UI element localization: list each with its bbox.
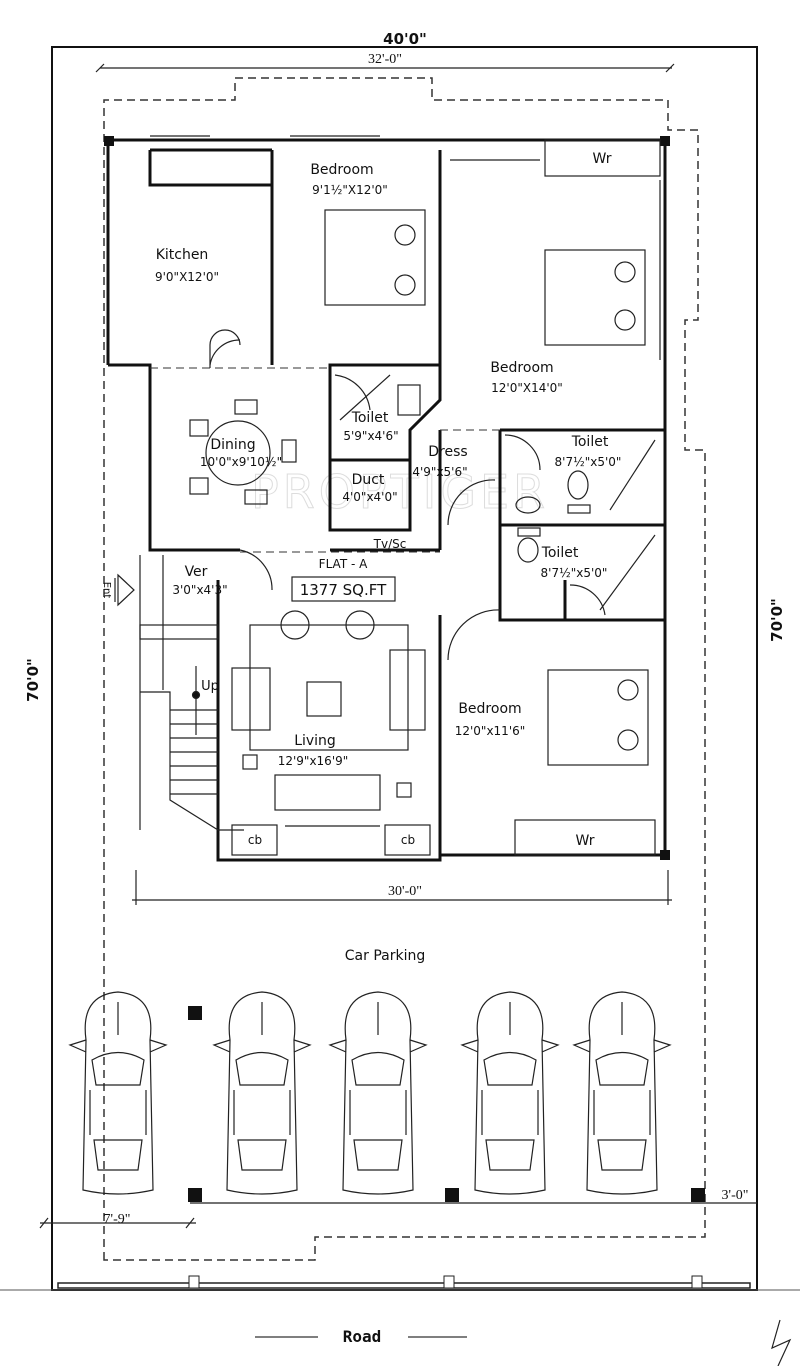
room-name: Ver xyxy=(185,564,208,580)
room-size: 5'9"x4'6" xyxy=(343,429,398,443)
wardrobe-bottom-label: Wr xyxy=(576,833,595,849)
dining-table xyxy=(189,399,297,505)
doors xyxy=(209,339,606,661)
room-size: 3'0"x4'3" xyxy=(172,583,227,597)
cupboard-left-label: cb xyxy=(248,833,262,847)
room-name: Living xyxy=(294,733,336,749)
wardrobe-top-label: Wr xyxy=(593,151,612,167)
car-icon xyxy=(572,991,672,1195)
room-name: Toilet xyxy=(571,434,609,450)
building-top-width-dim: 32'-0" xyxy=(368,52,402,67)
dimension-lines xyxy=(39,63,757,1229)
room-name: Toilet xyxy=(541,545,579,561)
room-name: Bedroom xyxy=(490,360,553,376)
room-size: 8'7½"x5'0" xyxy=(541,566,608,580)
cars xyxy=(68,991,672,1195)
kitchen-counter xyxy=(209,329,241,368)
room-dividers xyxy=(150,367,500,553)
entrance-label: Ent xyxy=(101,582,112,599)
car-icon xyxy=(212,991,312,1195)
setback-line xyxy=(103,77,706,1261)
beds xyxy=(324,209,649,766)
compound-wall xyxy=(57,1282,751,1289)
room-size: 9'1½"X12'0" xyxy=(312,183,388,197)
living-furniture xyxy=(231,610,426,811)
car-icon xyxy=(68,991,168,1195)
road-label: Road xyxy=(343,1327,382,1346)
left-setback-dim: 7'-9" xyxy=(104,1212,131,1227)
room-size: 12'9"x16'9" xyxy=(278,754,349,768)
room-size: 12'0"X14'0" xyxy=(491,381,563,395)
room-size: 12'0"x11'6" xyxy=(455,724,526,738)
room-name: Dining xyxy=(210,437,255,453)
cupboard-right xyxy=(384,824,431,856)
room-name: Toilet xyxy=(351,410,389,426)
room-name: Bedroom xyxy=(310,162,373,178)
watermark: PROPTIGER xyxy=(251,465,549,519)
room-size: 8'7½"x5'0" xyxy=(555,455,622,469)
room-name: Dress xyxy=(428,444,467,460)
flat-area-box xyxy=(291,576,396,602)
plot-width-dim: 40'0" xyxy=(383,30,427,48)
room-size: 9'0"X12'0" xyxy=(155,270,219,284)
right-setback-dim: 3'-0" xyxy=(722,1188,749,1203)
plot-boundary xyxy=(51,46,758,1291)
cupboard-left xyxy=(231,824,278,856)
plot-depth-left-dim: 70'0" xyxy=(24,658,42,702)
toilet-fixtures xyxy=(339,374,656,611)
entrance-arrow-icon xyxy=(114,573,135,607)
flat-name: FLAT - A xyxy=(319,557,368,571)
building-bottom-width-dim: 30'-0" xyxy=(388,884,422,899)
break-line xyxy=(771,1319,792,1366)
room-size: 4'0"x4'0" xyxy=(342,490,397,504)
staircase xyxy=(139,555,219,831)
room-name: Bedroom xyxy=(458,701,521,717)
room-labels: Bedroom 9'1½"X12'0" Kitchen 9'0"X12'0" Bedro… xyxy=(155,162,621,768)
room-size: 4'9"x5'6" xyxy=(412,465,467,479)
stairs-up-label: Up xyxy=(201,679,219,694)
car-parking-label: Car Parking xyxy=(345,948,425,964)
plot-depth-right-dim: 70'0" xyxy=(768,598,786,642)
room-name: Kitchen xyxy=(156,247,209,263)
room-size: 10'0"x9'10½" xyxy=(200,455,282,469)
room-name: Duct xyxy=(352,472,385,488)
flat-area: 1377 SQ.FT xyxy=(300,581,387,599)
parking-columns xyxy=(188,1006,705,1202)
tv-sc-label: Tv/Sc xyxy=(373,537,407,551)
car-icon xyxy=(328,991,428,1195)
gate-pillars xyxy=(188,1275,703,1289)
columns xyxy=(104,136,670,860)
car-icon xyxy=(460,991,560,1195)
wardrobe-bottom xyxy=(514,819,656,856)
wardrobe-top xyxy=(544,139,661,177)
cupboard-right-label: cb xyxy=(401,833,415,847)
windows xyxy=(150,135,661,831)
